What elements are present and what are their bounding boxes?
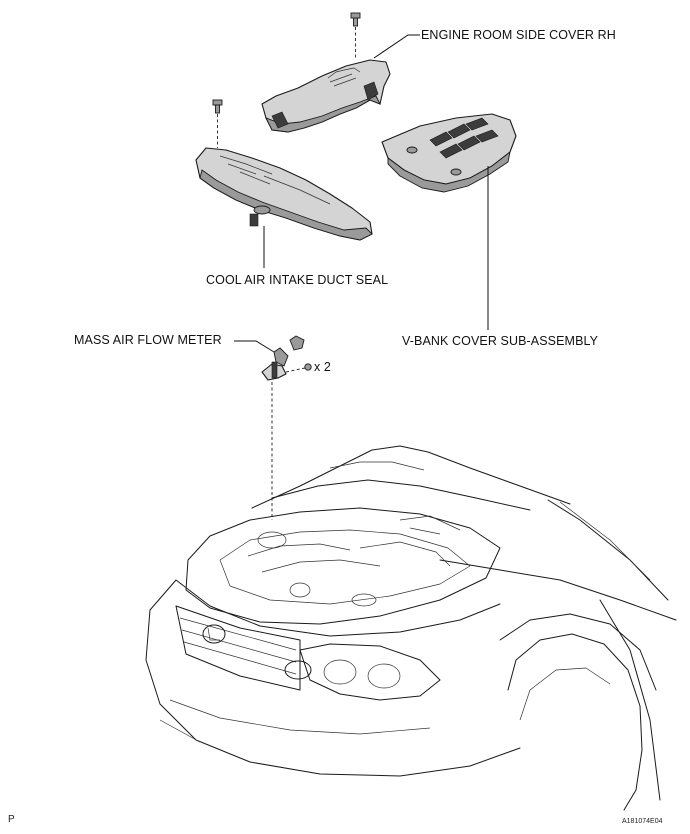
cool-air-intake-duct-seal [195,99,373,241]
lower-intake [169,699,431,735]
bumper-outline [145,609,521,777]
corner-mark-left: P [8,814,15,825]
seal-boss [253,205,271,215]
emblem-letter [207,627,220,641]
screw-axis [285,367,306,373]
reservoir-cap [289,582,311,598]
grille [175,605,301,691]
lower-intake-side [159,719,201,743]
seal-bolt-head [212,99,223,106]
engine-details [247,541,451,573]
v-bank-cover-grommet-2 [450,168,462,176]
hood-crease [329,461,425,471]
label-mass-air-flow-meter: MASS AIR FLOW METER [74,333,222,347]
seal-clip [249,213,259,227]
windshield-edge [559,501,651,581]
maf-screw [304,363,312,371]
figure-code: A181074E04 [622,818,663,825]
seal-ribs [219,155,331,205]
label-cool-air-intake-duct-seal: COOL AIR INTAKE DUCT SEAL [206,273,389,287]
side-cover-ribs [327,67,361,87]
maf-leader [234,340,275,353]
headlight-lens [323,659,357,685]
grille-bars [179,617,297,675]
engine-hoses [399,515,461,535]
engine-block [219,529,471,605]
maf-connector [273,347,289,367]
v-bank-cover-skirt [387,150,511,193]
engine-room-side-cover-rh [261,12,391,133]
side-cover-tab [363,81,379,101]
engine-bay-outline [185,507,501,625]
air-intake [257,531,287,549]
hood-upper-edge [251,445,571,509]
maf-sensor-element [271,361,278,379]
label-engine-room-side-cover-rh: ENGINE ROOM SIDE COVER RH [421,28,616,42]
mass-air-flow-meter [234,335,312,520]
side-cover-leader [373,34,420,59]
fog-lamp [284,660,312,680]
hood-front-edge [149,579,501,637]
v-bank-cover-grommet [406,146,418,154]
v-bank-cover-fins-upper [429,117,489,147]
v-bank-cover-fins-lower [439,129,499,159]
v-bank-cover-sub-assembly [381,113,517,193]
side-cover-bolt-head [350,12,361,19]
hood-lower-edge [271,479,531,511]
fluid-cap [351,593,377,607]
seal-body [195,147,373,241]
headlight-lens-2 [367,663,401,689]
side-cover-edge [265,95,381,133]
label-screw-quantity: x 2 [314,360,331,374]
a-pillar [547,499,669,601]
wheel-arch [499,613,657,691]
maf-clip [289,335,305,351]
side-cover-bolt-shank [353,17,358,27]
vehicle-front-view [145,445,677,811]
tire-inner [519,667,611,721]
label-v-bank-cover-sub-assembly: V-BANK COVER SUB-ASSEMBLY [402,334,599,348]
tire-outline [507,633,643,811]
seal-bolt-shank [215,104,220,114]
emblem [202,624,226,644]
side-cover-clip [271,111,289,129]
body-side [599,599,661,801]
fender-top [439,559,677,621]
headlight [299,643,441,701]
